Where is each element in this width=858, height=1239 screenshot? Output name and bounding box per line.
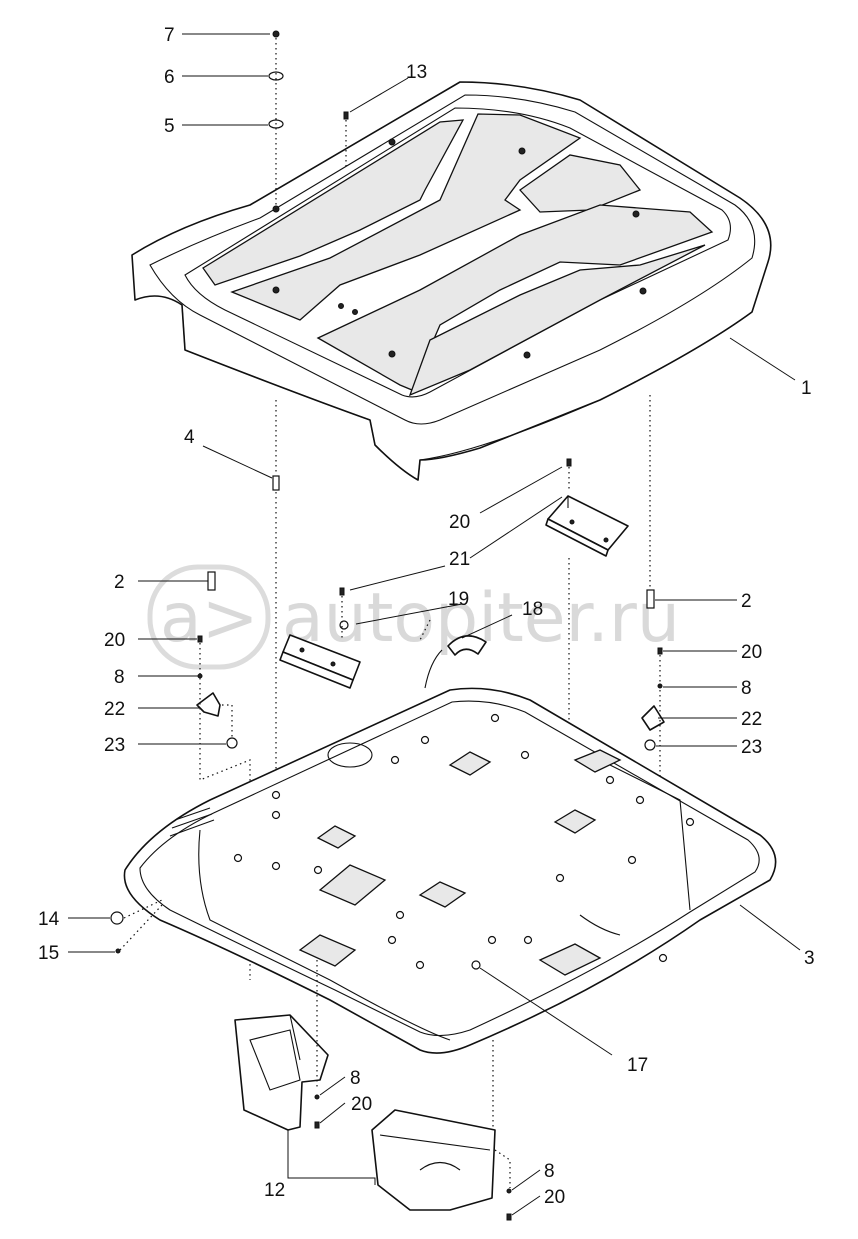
cover-bolt-holes xyxy=(272,138,647,359)
callout-8-pocket-right: 8 xyxy=(544,1161,555,1182)
screw-20-right xyxy=(657,647,663,655)
callout-8-pocket-left: 8 xyxy=(350,1068,361,1089)
callout-6: 6 xyxy=(164,67,175,88)
leader-lines xyxy=(68,33,801,1216)
nut-23-right xyxy=(644,739,656,751)
leader-12 xyxy=(287,1130,376,1185)
callout-22-right: 22 xyxy=(741,709,762,730)
callout-12: 12 xyxy=(264,1180,285,1201)
watermark: a> autopiter.ru xyxy=(147,564,680,670)
bolt-13 xyxy=(343,111,349,170)
clip-22-left xyxy=(196,692,221,717)
callout-15: 15 xyxy=(38,943,59,964)
callout-20-pocket-right: 20 xyxy=(544,1187,565,1208)
callout-7: 7 xyxy=(164,25,175,46)
washer-20-mid xyxy=(339,620,349,630)
callout-20-top: 20 xyxy=(449,512,470,533)
callout-2-left: 2 xyxy=(114,572,125,593)
liner-fastener-holes xyxy=(233,713,695,970)
callout-8-right: 8 xyxy=(741,678,752,699)
callout-18: 18 xyxy=(522,599,543,620)
screw-20-left xyxy=(197,635,203,643)
callout-20-right: 20 xyxy=(741,642,762,663)
callout-22-left: 22 xyxy=(104,699,125,720)
callout-14: 14 xyxy=(38,909,60,930)
roof-cover-part-1 xyxy=(131,81,772,481)
callout-20-left: 20 xyxy=(104,630,125,651)
callout-13: 13 xyxy=(406,62,427,83)
callout-21: 21 xyxy=(449,549,470,570)
callout-2-right: 2 xyxy=(741,591,752,612)
screw-part-15 xyxy=(115,948,121,954)
right-hardware-stack xyxy=(641,589,665,780)
roof-liner-part-3 xyxy=(123,687,777,1054)
bracket-part-21 xyxy=(279,634,361,689)
bracket-part-19 xyxy=(545,495,629,557)
callout-23-right: 23 xyxy=(741,737,762,758)
callout-8-left: 8 xyxy=(114,667,125,688)
clip-22-right xyxy=(641,705,665,731)
stud-2-left xyxy=(207,571,216,591)
callout-5: 5 xyxy=(164,116,175,137)
nut-7 xyxy=(272,30,280,38)
washer-6 xyxy=(268,71,284,81)
callout-17: 17 xyxy=(627,1055,648,1076)
stud-2-right xyxy=(646,589,655,609)
washer-8-left xyxy=(197,673,203,679)
clip-part-18 xyxy=(424,635,487,689)
callout-23-left: 23 xyxy=(104,735,125,756)
knob-part-14 xyxy=(110,911,124,925)
callout-20-pocket-left: 20 xyxy=(351,1094,372,1115)
callout-19: 19 xyxy=(448,589,469,610)
screw-20-top xyxy=(566,458,572,467)
watermark-logo: a> xyxy=(160,579,259,658)
fastener-stack-7-6-5 xyxy=(268,30,284,210)
callout-1: 1 xyxy=(801,378,812,399)
stud-4 xyxy=(272,400,280,800)
screw-20-mid xyxy=(339,587,345,596)
storage-pocket-left-part-12 xyxy=(234,1014,329,1131)
callout-4: 4 xyxy=(184,427,195,448)
callout-labels: 7 6 5 13 1 4 20 21 19 18 2 20 8 22 23 2 … xyxy=(38,25,815,1208)
nut-23-left xyxy=(226,737,238,749)
callout-3: 3 xyxy=(804,948,815,969)
storage-pocket-right-part-12 xyxy=(371,1109,496,1211)
